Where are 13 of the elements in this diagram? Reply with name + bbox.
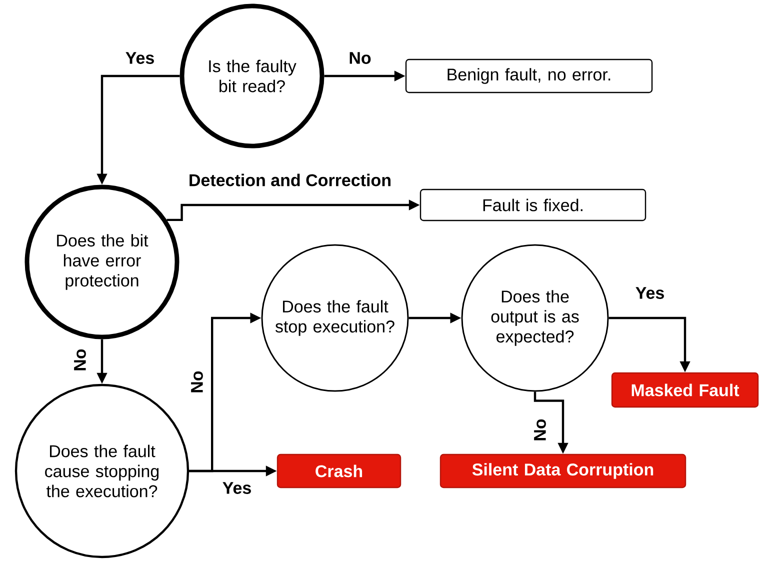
outcome-box: Crash — [276, 454, 402, 488]
edge-label: No — [74, 349, 86, 370]
outcome-box: Masked Fault — [611, 372, 759, 408]
edge-label: Yes — [222, 482, 251, 494]
edge-label: Yes — [636, 287, 664, 299]
edge-label: Yes — [126, 52, 154, 64]
result-box: Benign fault, no error. — [405, 58, 653, 94]
edge-label: No — [350, 52, 371, 64]
result-box: Fault is fixed. — [420, 188, 646, 222]
outcome-box: Silent Data Corruption — [440, 454, 686, 488]
edge-label: No — [191, 371, 203, 392]
edge-label: Detection and Correction — [190, 174, 390, 186]
edge-label: No — [534, 419, 546, 440]
